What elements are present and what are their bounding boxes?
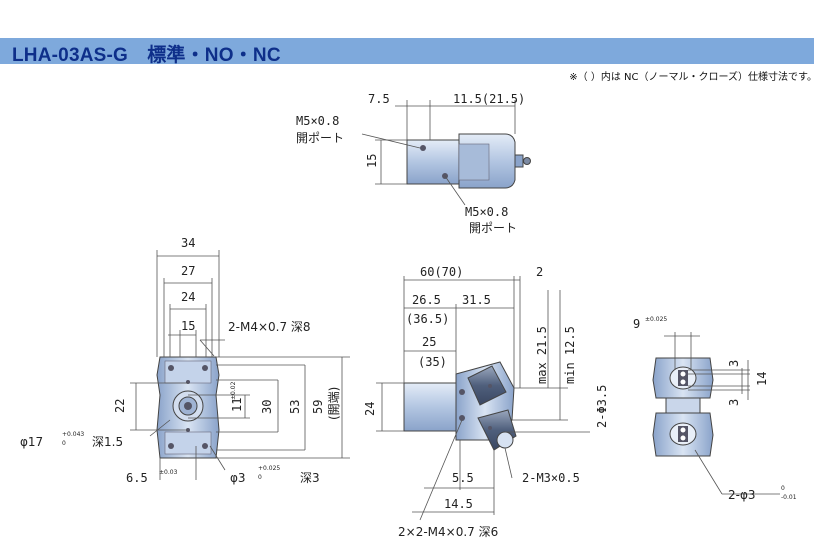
center-dim-25: 25 xyxy=(422,335,436,349)
left-view xyxy=(130,250,350,480)
center-dim-36-5: (36.5) xyxy=(406,312,449,326)
top-port-thread-label: M5×0.8 xyxy=(296,114,339,128)
page-title: LHA-03AS-G 標準・NO・NC xyxy=(12,45,281,66)
center-dim-5-5: 5.5 xyxy=(452,471,474,485)
center-dim-35: (35) xyxy=(418,355,447,369)
right-dim-14: 14 xyxy=(755,372,769,386)
left-pin-depth: 深3 xyxy=(300,471,320,485)
center-bottom-thread: 2×2-M4×0.7 深6 xyxy=(398,525,498,539)
left-dim-24: 24 xyxy=(181,290,195,304)
right-dim-9-tol: ±0.025 xyxy=(645,316,667,323)
left-dim-11-tol: ±0.02 xyxy=(230,381,237,400)
left-bore-depth: 深1.5 xyxy=(92,435,123,449)
center-body-rear xyxy=(403,382,457,432)
center-thread-m3: 2-M3×0.5 xyxy=(522,471,580,485)
left-dim-22: 22 xyxy=(113,399,127,413)
right-dim-9: 9 xyxy=(633,317,640,331)
center-min-stroke: min 12.5 xyxy=(563,326,577,384)
center-jaw-upper xyxy=(467,365,507,406)
center-dim-14-5: 14.5 xyxy=(444,497,473,511)
center-dim-26-5: 26.5 xyxy=(412,293,441,307)
left-dim-53: 53 xyxy=(288,400,302,414)
top-jaw-tip xyxy=(514,154,524,168)
left-dim-34: 34 xyxy=(181,236,195,250)
left-bore-tol-zero: 0 xyxy=(62,440,66,447)
left-dim-15: 15 xyxy=(181,319,195,333)
center-pin-holes: 2-Φ3.5 xyxy=(595,385,609,428)
left-bore-tol-plus: +0.043 xyxy=(62,431,84,438)
top-dim-7-5: 7.5 xyxy=(368,92,390,106)
left-open-end: (開端) xyxy=(327,387,341,420)
right-pin-holes: 2-φ3 xyxy=(728,488,756,502)
left-dim-6-5-tol: ±0.03 xyxy=(159,469,178,476)
center-dim-2: 2 xyxy=(536,265,543,279)
top-dim-15: 15 xyxy=(365,154,379,168)
left-bore-dia: φ17 xyxy=(20,435,43,449)
right-dim-3a: 3 xyxy=(727,360,741,367)
nc-spec-note: ※（ ）内は NC（ノーマル・クローズ）仕様寸法です。 xyxy=(569,72,817,83)
right-pin-tol-minus: -0.01 xyxy=(781,494,797,501)
top-view xyxy=(361,100,531,206)
top-jaw-knob xyxy=(523,157,531,165)
center-jaw-pin xyxy=(496,431,514,449)
center-max-stroke: max 21.5 xyxy=(535,326,549,384)
left-dim-27: 27 xyxy=(181,264,195,278)
left-thread-m4: 2-M4×0.7 深8 xyxy=(228,320,311,334)
center-dim-31-5: 31.5 xyxy=(462,293,491,307)
top-port-hole-1 xyxy=(420,145,426,151)
right-dim-3b: 3 xyxy=(727,399,741,406)
bottom-port-thread-label: M5×0.8 xyxy=(465,205,508,219)
right-view xyxy=(652,332,780,495)
center-dim-24: 24 xyxy=(363,402,377,416)
left-dim-59: 59 xyxy=(311,400,325,414)
top-port-label: 開ポート xyxy=(296,131,344,145)
top-dim-11-5: 11.5(21.5) xyxy=(453,92,525,106)
right-pin-tol-zero: 0 xyxy=(781,485,785,492)
header-band xyxy=(0,38,814,64)
left-pin-tol-zero: 0 xyxy=(258,474,262,481)
center-dim-60: 60(70) xyxy=(420,265,463,279)
center-view xyxy=(376,276,590,521)
left-pin-dia: φ3 xyxy=(230,471,246,485)
top-body-detail xyxy=(458,143,490,181)
left-dim-11: 11 xyxy=(230,398,244,412)
left-dim-30: 30 xyxy=(260,400,274,414)
left-pin-tol-plus: +0.025 xyxy=(258,465,280,472)
left-dim-6-5: 6.5 xyxy=(126,471,148,485)
bottom-port-label: 開ポート xyxy=(469,221,517,235)
